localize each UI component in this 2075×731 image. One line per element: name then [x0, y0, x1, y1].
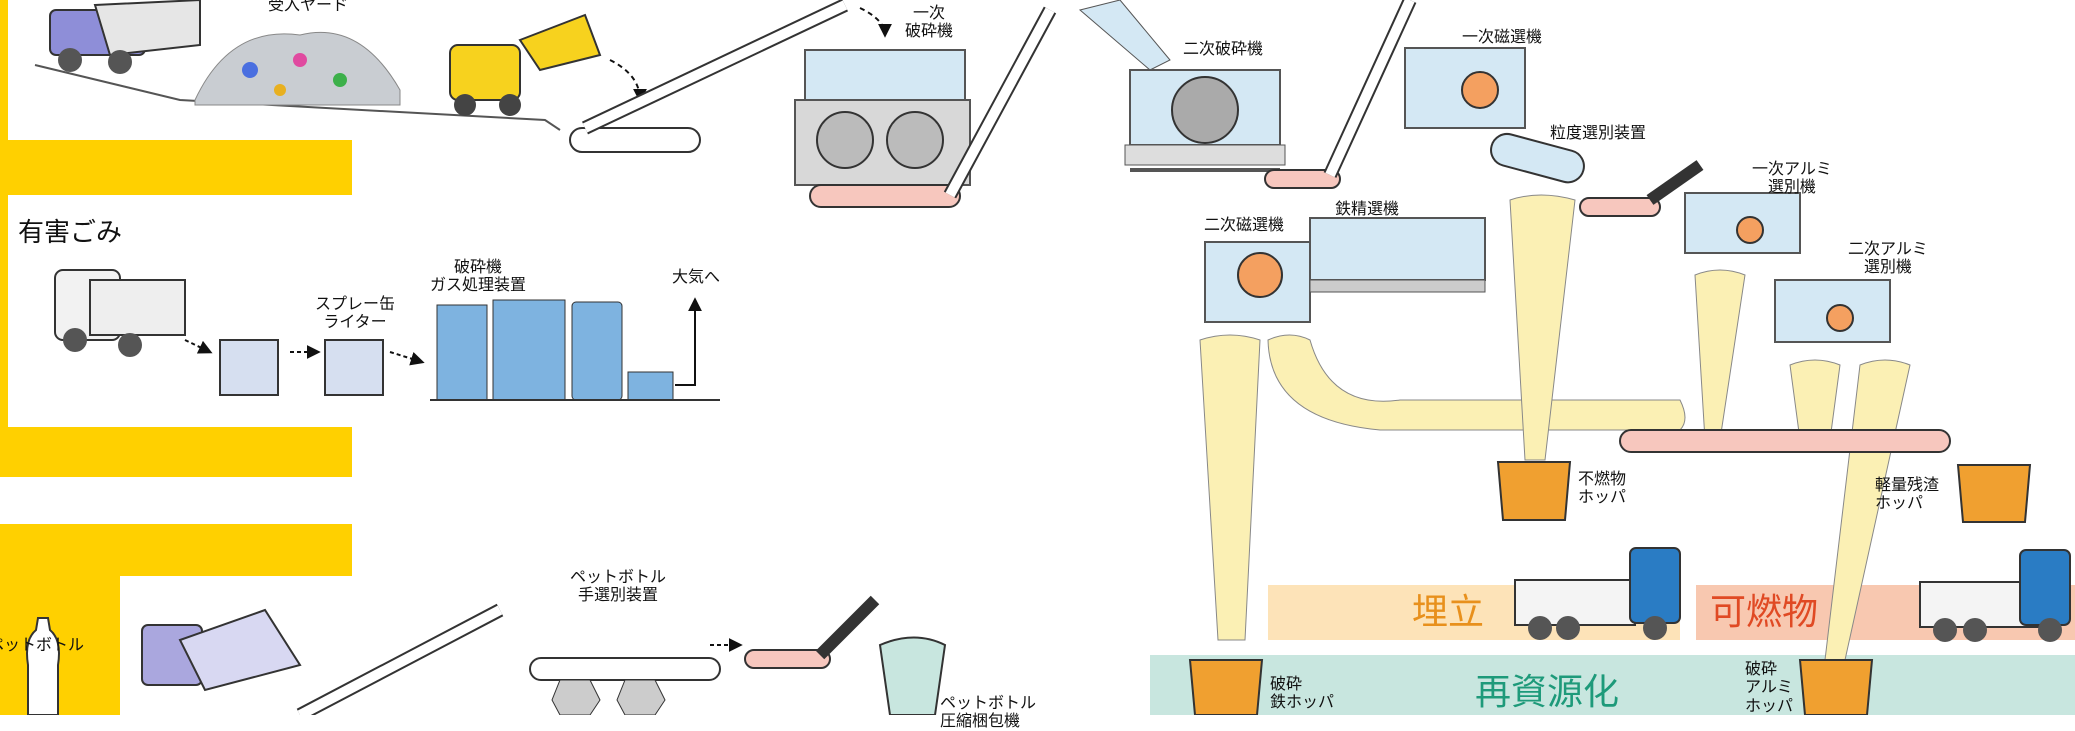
secondary-crusher-conveyor: [1264, 0, 1417, 189]
feed-conveyor: [569, 0, 848, 153]
to-atmosphere-label: 大気へ: [672, 267, 721, 286]
incombustible-hopper: [1496, 461, 1572, 521]
dump-truck: [49, 0, 201, 74]
gas-treatment-label: 破砕機 ガス処理装置: [430, 257, 527, 295]
pet-conveyor-2: [744, 595, 880, 669]
flow-arrow: [859, 7, 892, 38]
residue-conveyor: [1619, 429, 1951, 453]
secondary-magnetic-label: 二次磁選機: [1204, 215, 1285, 234]
hazardous-bin-1: [219, 339, 279, 396]
chute-to-secondary: [1078, 0, 1171, 71]
sorter-conveyor: [1579, 160, 1704, 217]
crushed-iron-hopper-label: 破砕 鉄ホッパ: [1270, 674, 1335, 712]
chute-iron: [1199, 334, 1261, 641]
iron-refiner: [1309, 217, 1486, 293]
chute-alu-2: [1789, 359, 1841, 441]
combustible-truck: [1919, 549, 2071, 642]
gas-treatment-units: [436, 299, 674, 401]
secondary-crusher: [1124, 69, 1286, 172]
pet-compactor: [878, 636, 947, 715]
chute-residue-horizontal: [1267, 334, 1686, 431]
yard-ground: [34, 64, 561, 131]
combustible-label: 可燃物: [1710, 592, 1819, 633]
secondary-magnetic-separator: [1204, 241, 1311, 323]
particle-sorter-label: 粒度選別装置: [1550, 123, 1647, 142]
flow-arrow: [184, 339, 213, 354]
crushed-alu-hopper-label: 破砕 アルミ ホッパ: [1745, 659, 1794, 715]
chute-alu-1: [1694, 269, 1746, 441]
waste-pile: [194, 31, 401, 106]
pet-truck: [141, 608, 302, 692]
crusher-conveyor: [809, 6, 1057, 208]
pet-conveyor: [296, 603, 504, 715]
secondary-alu-separator: [1774, 279, 1891, 343]
spray-lighter-label: スプレー缶 ライター: [315, 294, 396, 332]
wheel-loader: [449, 13, 602, 116]
hazardous-bin-2: [324, 339, 384, 396]
primary-alu-label: 一次アルミ 選別機: [1752, 159, 1832, 197]
flow-arrow: [609, 59, 647, 103]
crushed-alu-hopper: [1798, 659, 1874, 715]
light-residue-hopper-label: 軽量残渣 ホッパ: [1875, 475, 1940, 513]
primary-crusher: [794, 49, 971, 186]
iron-refiner-label: 鉄精選機: [1335, 199, 1400, 218]
pet-bottle-side-label: ペットボトル: [0, 635, 85, 654]
primary-magnetic-separator: [1404, 47, 1526, 129]
landfill-label: 埋立: [1412, 592, 1485, 633]
primary-alu-separator: [1684, 192, 1801, 254]
primary-crusher-label: 一次 破砕機: [905, 3, 954, 41]
crushed-iron-hopper: [1188, 659, 1264, 715]
secondary-alu-label: 二次アルミ 選別機: [1848, 239, 1928, 277]
pet-compactor-label: ペットボトル 圧縮梱包機: [940, 693, 1037, 731]
receiving-yard-label: 受入ヤード: [268, 0, 349, 14]
process-diagram: [0, 0, 2075, 715]
hazardous-section-title: 有害ごみ: [18, 218, 123, 248]
yellow-section-bars: [0, 0, 352, 715]
incombustible-hopper-label: 不燃物 ホッパ: [1578, 469, 1627, 507]
pet-bottle-icon: [26, 617, 60, 715]
recycle-band: [1150, 655, 2075, 715]
pet-sorting-label: ペットボトル 手選別装置: [570, 567, 667, 605]
recycling-label: 再資源化: [1475, 672, 1620, 713]
particle-sorter: [1490, 132, 1585, 184]
chute-incombustible: [1509, 194, 1576, 461]
pet-sorting-line: [529, 657, 721, 715]
landfill-truck: [1514, 547, 1681, 640]
secondary-crusher-label: 二次破砕機: [1183, 39, 1264, 58]
flow-arrow: [389, 351, 425, 366]
light-residue-hopper: [1956, 464, 2032, 523]
hazardous-truck: [54, 269, 186, 357]
primary-magnetic-label: 一次磁選機: [1462, 27, 1543, 46]
exhaust-arrow: [675, 297, 702, 386]
